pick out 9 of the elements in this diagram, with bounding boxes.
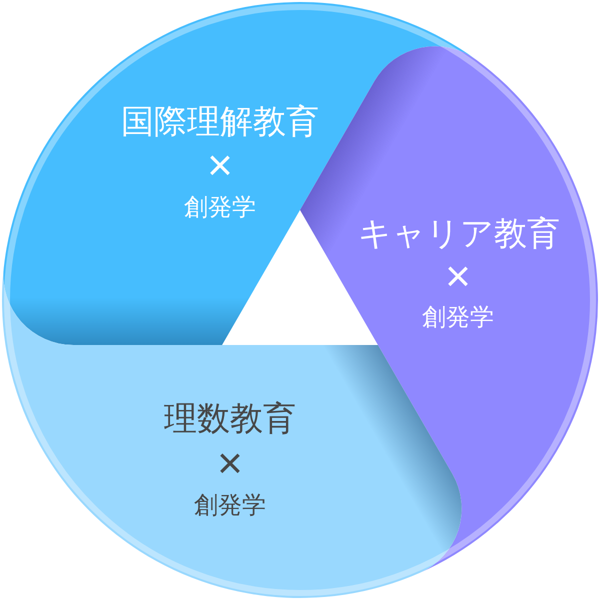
multiply-sign: × [207, 144, 233, 188]
multiply-sign: × [217, 442, 243, 486]
segment-subtitle: 創発学 [184, 195, 256, 219]
segment-subtitle: 創発学 [194, 493, 266, 517]
multiply-sign: × [445, 255, 471, 299]
segment-title: 国際理解教育 [121, 104, 319, 138]
segment-title: 理数教育 [164, 402, 296, 434]
segment-title: キャリア教育 [358, 216, 560, 250]
segment-subtitle: 創発学 [422, 305, 494, 329]
